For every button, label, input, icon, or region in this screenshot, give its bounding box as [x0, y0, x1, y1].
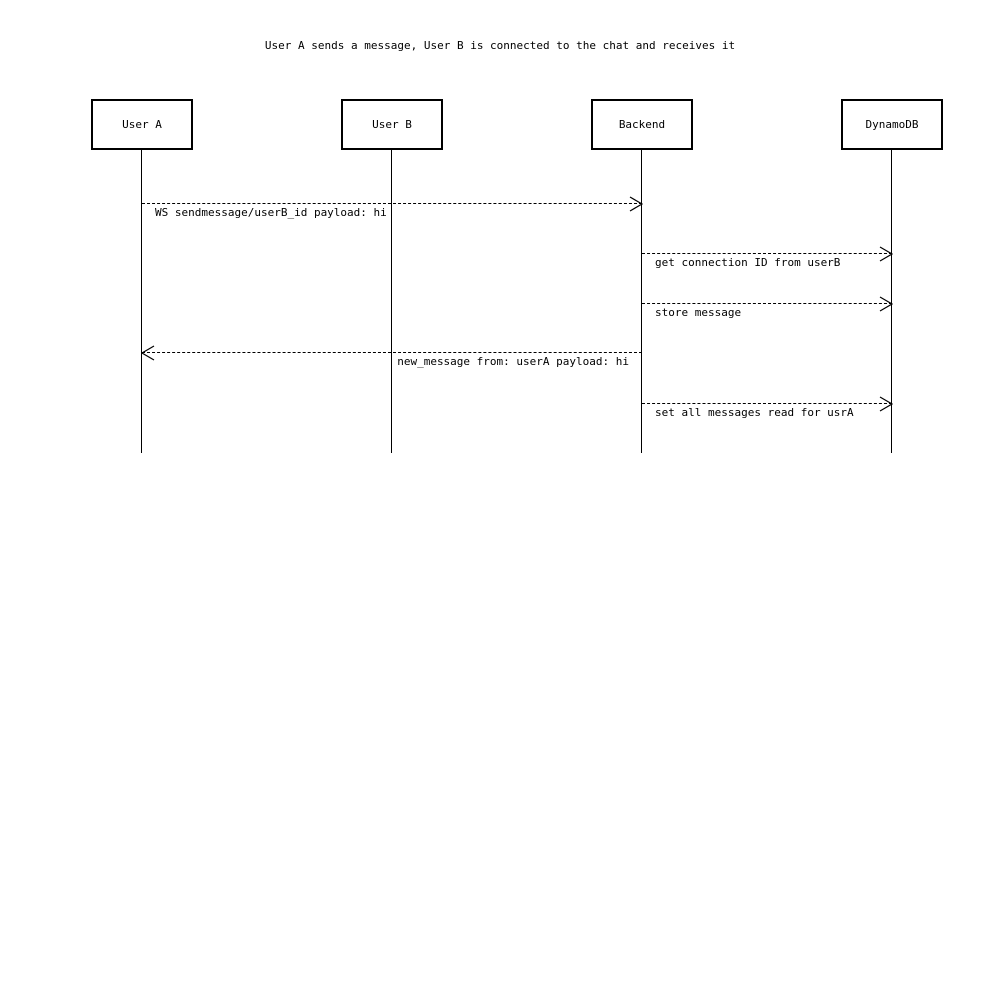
message-line [142, 352, 642, 353]
message-line [642, 303, 892, 304]
actor-box-userB: User B [341, 99, 443, 150]
message-arrowhead-icon [879, 396, 894, 412]
actor-box-userA: User A [91, 99, 193, 150]
message-arrowhead-icon [879, 246, 894, 262]
message-line [142, 203, 642, 204]
diagram-title: User A sends a message, User B is connec… [264, 39, 736, 52]
message-label: WS sendmessage/userB_id payload: hi [155, 206, 387, 219]
lifeline-dynamodb [891, 150, 893, 453]
actor-label: DynamoDB [865, 118, 919, 131]
actor-label: User A [122, 118, 162, 131]
actor-label: Backend [618, 118, 666, 131]
message-label: new_message from: userA payload: hi [397, 355, 629, 368]
message-line [642, 403, 892, 404]
lifeline-userB [391, 150, 393, 453]
message-label: get connection ID from userB [655, 256, 841, 269]
actor-box-dynamodb: DynamoDB [841, 99, 943, 150]
actor-box-backend: Backend [591, 99, 693, 150]
lifeline-backend [641, 150, 643, 453]
message-arrowhead-icon [140, 345, 155, 361]
message-line [642, 253, 892, 254]
actor-label: User B [372, 118, 412, 131]
lifeline-userA [141, 150, 143, 453]
message-label: set all messages read for usrA [655, 406, 854, 419]
message-label: store message [655, 306, 742, 319]
message-arrowhead-icon [629, 196, 644, 212]
message-arrowhead-icon [879, 296, 894, 312]
